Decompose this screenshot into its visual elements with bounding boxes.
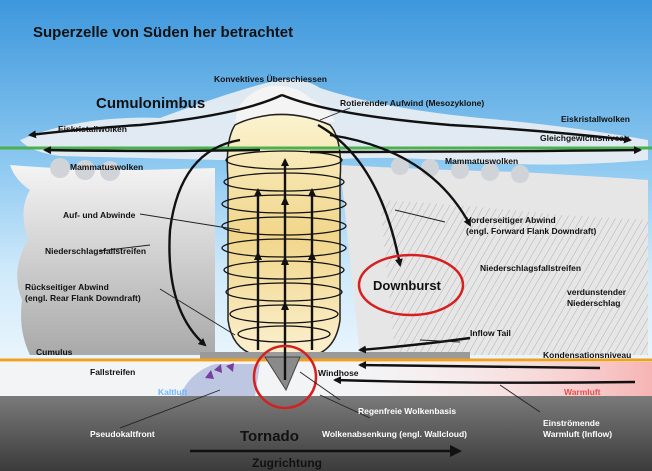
label-kaltluft: Kaltluft (158, 387, 187, 397)
label-vorderseitig-1: Vorderseitiger Abwind (466, 215, 556, 225)
label-gleichgewicht: Gleichgewichtsniveau (540, 133, 629, 143)
label-rotierender: Rotierender Aufwind (Mesozyklone) (340, 98, 484, 108)
label-mammatus-right: Mammatuswolken (445, 156, 518, 166)
label-niederschlag-right: Niederschlagsfallstreifen (480, 263, 581, 273)
label-windhose: Windhose (318, 368, 359, 378)
label-verdunstender-1: verdunstender (567, 287, 627, 297)
label-einstroemende-1: Einströmende (543, 418, 600, 428)
label-downburst: Downburst (373, 278, 442, 293)
label-verdunstender-2: Niederschlag (567, 298, 620, 308)
label-inflow-tail: Inflow Tail (470, 328, 511, 338)
label-auf-ab: Auf- und Abwinde (63, 210, 136, 220)
label-eiskristall-left: Eiskristallwolken (58, 124, 127, 134)
label-fallstreifen: Fallstreifen (90, 367, 135, 377)
label-regenfreie: Regenfreie Wolkenbasis (358, 406, 456, 416)
label-kondensation: Kondensationsniveau (543, 350, 631, 360)
label-zugrichtung: Zugrichtung (252, 456, 322, 470)
label-cumulus: Cumulus (36, 347, 73, 357)
label-einstroemende-2: Warmluft (Inflow) (543, 429, 612, 439)
diagram-title: Superzelle von Süden her betrachtet (33, 24, 293, 41)
label-pseudokaltfront: Pseudokaltfront (90, 429, 155, 439)
label-rueckseitig-1: Rückseitiger Abwind (25, 282, 109, 292)
label-niederschlag-left: Niederschlagsfallstreifen (45, 246, 146, 256)
label-vorderseitig-2: (engl. Forward Flank Downdraft) (466, 226, 597, 236)
label-warmluft: Warmluft (564, 387, 601, 397)
label-tornado: Tornado (240, 428, 299, 445)
cloud-body-left (10, 165, 215, 355)
label-wallcloud: Wolkenabsenkung (engl. Wallcloud) (322, 429, 467, 439)
label-eiskristall-right: Eiskristallwolken (561, 114, 630, 124)
label-mammatus-left: Mammatuswolken (70, 162, 143, 172)
label-konvektives: Konvektives Überschiessen (214, 74, 327, 84)
label-cumulonimbus: Cumulonimbus (96, 95, 205, 112)
label-rueckseitig-2: (engl. Rear Flank Downdraft) (25, 293, 141, 303)
